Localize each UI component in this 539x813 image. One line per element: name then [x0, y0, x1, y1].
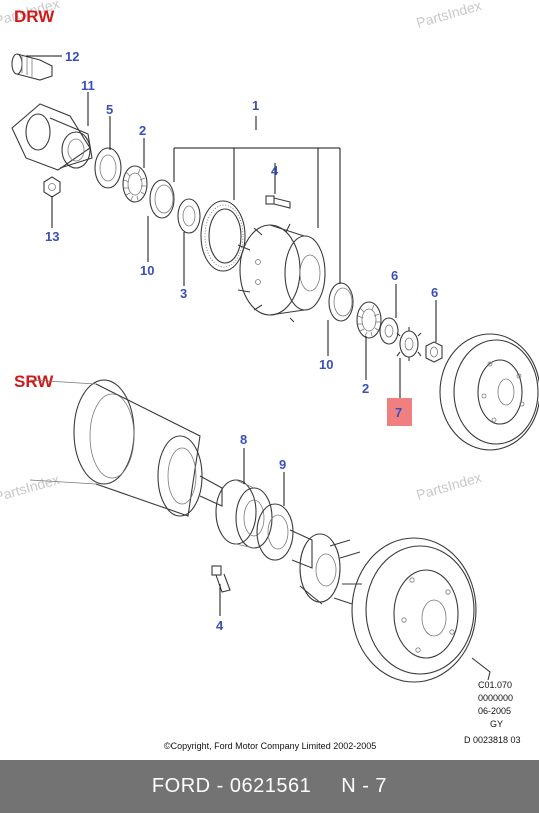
footer-part-number: FORD - 0621561	[151, 775, 312, 797]
hub-housing-part-11	[11, 103, 93, 171]
callout-3: 3	[180, 286, 187, 301]
bearing-cone-part-2-inner	[122, 165, 148, 203]
washer-part-6-outer	[425, 341, 443, 363]
callout-8: 8	[240, 432, 247, 447]
callout-9: 9	[279, 457, 286, 472]
callout-5: 5	[106, 102, 113, 117]
callout-6-inner: 6	[391, 268, 398, 283]
watermark-middle-left: PartsIndex	[0, 471, 61, 505]
nut-part-13	[43, 176, 61, 198]
footer-bar: FORD - 0621561 N - 7	[0, 760, 539, 813]
copyright-text: ©Copyright, Ford Motor Company Limited 2…	[164, 741, 376, 751]
callout-13: 13	[45, 229, 59, 244]
drw-assembly	[11, 53, 539, 451]
info-line-2: 0000000	[478, 693, 513, 703]
callout-7: 7	[395, 405, 402, 420]
highlight-box	[387, 398, 412, 426]
callout-10-inner: 10	[140, 263, 154, 278]
wheel-hub	[237, 223, 326, 323]
watermark-middle-right: PartsIndex	[414, 469, 483, 503]
bolt-part-4-srw	[211, 565, 231, 593]
tone-ring	[200, 200, 246, 272]
callout-2-outer: 2	[362, 381, 369, 396]
seal-part-3	[177, 198, 201, 234]
brake-drum-srw	[351, 537, 491, 683]
callout-4-srw: 4	[216, 618, 224, 633]
callout-11: 11	[81, 78, 95, 93]
bearing-part-8	[215, 479, 273, 549]
retainer-nut-part-7	[396, 327, 422, 361]
bearing-cup-part-10-outer	[328, 282, 354, 322]
spindle-stud-part-12	[11, 53, 53, 81]
callout-4-drw: 4	[271, 163, 279, 178]
callout-7-highlight[interactable]: 7	[387, 398, 412, 426]
drawing-info-block: C01.070 0000000 06-2005 GY D 0023818 03	[464, 680, 521, 745]
info-line-3: 06-2005	[478, 706, 511, 716]
axle-flange	[289, 529, 362, 605]
bearing-cup-part-10-inner	[149, 179, 175, 219]
seal-part-9	[256, 503, 294, 561]
callout-12: 12	[65, 49, 79, 64]
seal-part-5	[94, 147, 122, 189]
info-line-1: C01.070	[478, 680, 512, 690]
drw-leader-lines	[26, 55, 437, 398]
washer-part-6-inner	[379, 317, 399, 345]
brake-drum-drw	[439, 333, 539, 451]
bolt-part-4-drw	[265, 195, 291, 209]
section-label-drw: DRW	[14, 7, 55, 26]
watermark-top-right: PartsIndex	[414, 0, 483, 31]
section-label-srw: SRW	[14, 372, 54, 391]
axle-housing	[29, 379, 223, 517]
callout-2-inner: 2	[139, 123, 146, 138]
bearing-cone-part-2-outer	[356, 301, 382, 339]
callout-6-outer: 6	[431, 285, 438, 300]
callout-10-outer: 10	[319, 357, 333, 372]
info-line-4: GY	[490, 719, 503, 729]
callout-1: 1	[252, 98, 259, 113]
srw-leader-lines	[219, 448, 285, 616]
info-line-5: D 0023818 03	[464, 735, 521, 745]
footer-reference: N - 7	[341, 775, 388, 797]
parts-diagram: PartsIndex PartsIndex PartsIndex PartsIn…	[0, 0, 539, 751]
srw-assembly	[29, 379, 491, 683]
